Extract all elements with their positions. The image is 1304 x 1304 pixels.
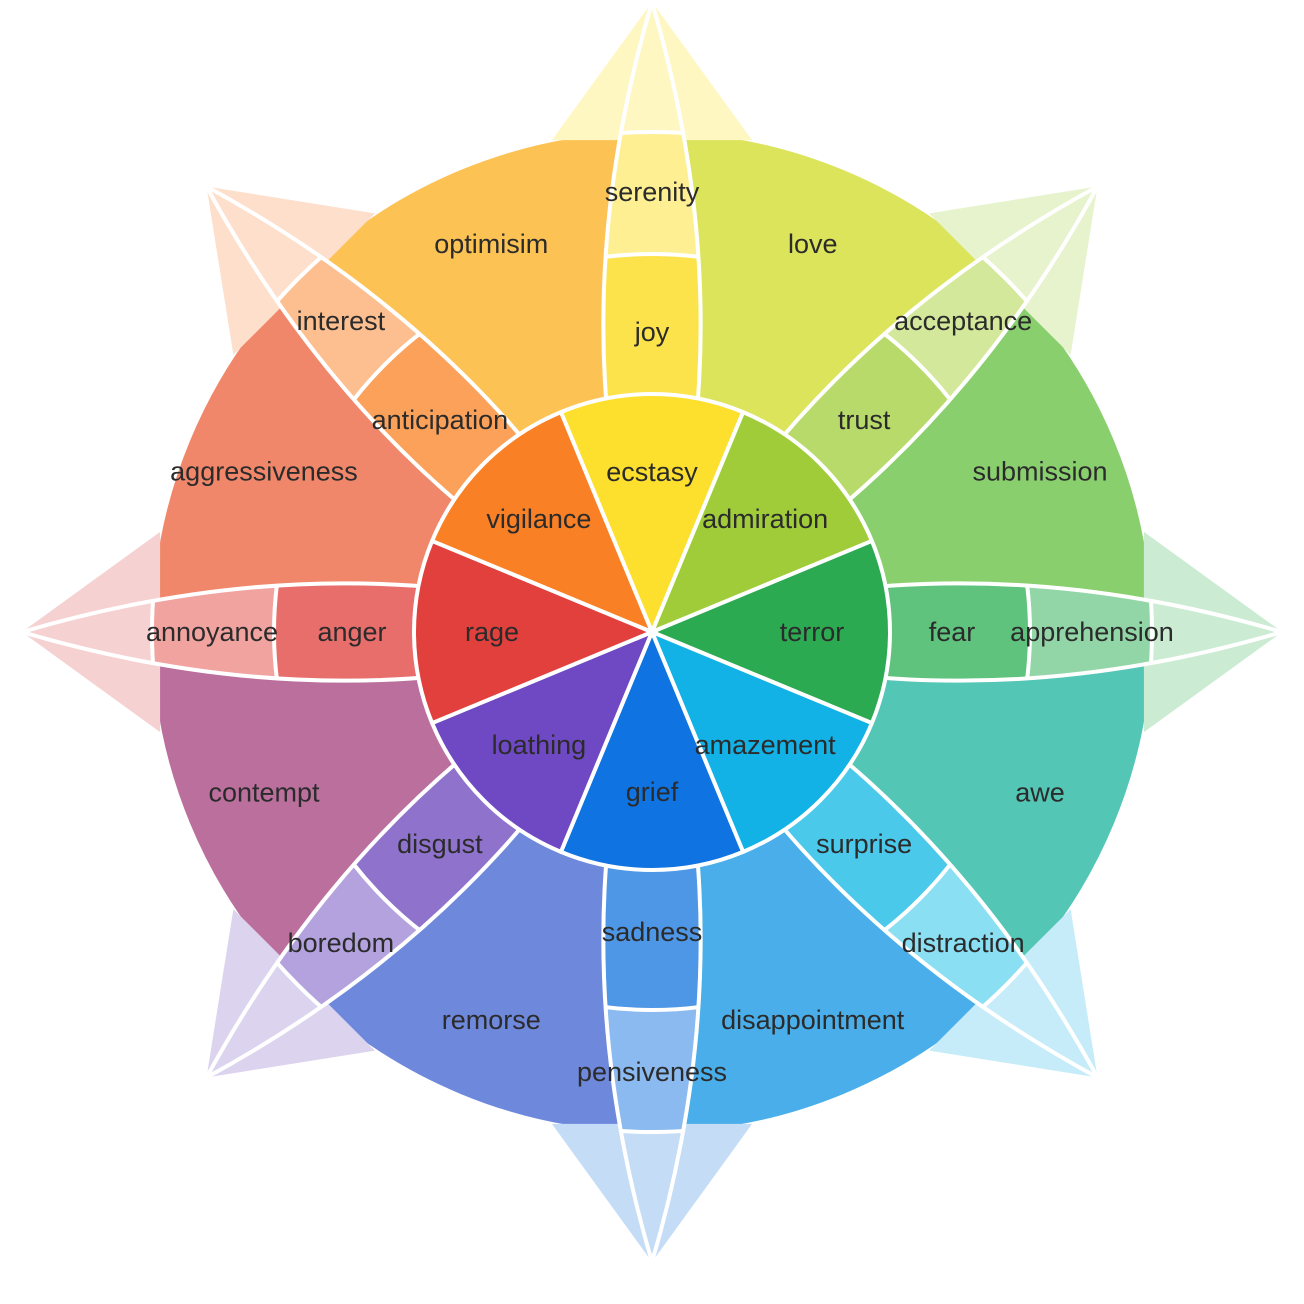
- label-admiration: admiration: [702, 504, 828, 534]
- label-optimisim: optimisim: [434, 229, 548, 259]
- label-fear: fear: [929, 617, 976, 647]
- label-apprehension: apprehension: [1010, 617, 1174, 647]
- label-rage: rage: [465, 617, 519, 647]
- label-ecstasy: ecstasy: [606, 457, 698, 487]
- label-sadness: sadness: [602, 917, 703, 947]
- petal-disgust: [206, 632, 652, 1078]
- outer-tips: [22, 2, 1282, 1262]
- tip-anger: [22, 531, 161, 733]
- label-pensiveness: pensiveness: [577, 1057, 727, 1087]
- core-wedge-disgust: [430, 630, 654, 854]
- petal-anticipation: [206, 186, 652, 632]
- tip-sadness: [551, 1123, 753, 1262]
- label-distraction: distraction: [902, 928, 1025, 958]
- core-wedge-sadness: [558, 630, 746, 872]
- core-wedge-fear: [650, 538, 892, 726]
- label-interest: interest: [297, 306, 386, 336]
- label-anger: anger: [317, 617, 386, 647]
- band-mid-anger: [272, 583, 652, 681]
- tip-joy: [551, 2, 753, 141]
- tip-disgust: [206, 909, 375, 1078]
- band-outer-sadness: [603, 632, 701, 1134]
- label-terror: terror: [780, 617, 845, 647]
- label-aggressiveness: aggressiveness: [170, 456, 358, 486]
- band-outer-joy: [603, 130, 701, 632]
- label-remorse: remorse: [442, 1005, 541, 1035]
- label-awe: awe: [1015, 778, 1065, 808]
- label-contempt: contempt: [208, 778, 320, 808]
- label-trust: trust: [838, 405, 891, 435]
- emotion-petals: [20, 0, 1284, 1264]
- band-mid-disgust: [272, 632, 652, 1012]
- band-mid-sadness: [603, 632, 701, 1012]
- label-grief: grief: [626, 777, 679, 807]
- label-loathing: loathing: [492, 730, 587, 760]
- label-serenity: serenity: [605, 177, 700, 207]
- label-disappointment: disappointment: [721, 1005, 905, 1035]
- label-love: love: [788, 229, 838, 259]
- core-wedge-trust: [650, 410, 874, 634]
- tip-surprise: [929, 909, 1098, 1078]
- label-submission: submission: [972, 456, 1107, 486]
- petal-surprise: [652, 632, 1098, 1078]
- label-anticipation: anticipation: [372, 405, 509, 435]
- label-boredom: boredom: [288, 928, 395, 958]
- label-joy: joy: [634, 317, 670, 347]
- label-disgust: disgust: [397, 829, 483, 859]
- petal-anger: [150, 583, 652, 681]
- emotion-labels: ecstasy joy serenity admiration trust accepta…: [146, 177, 1174, 1087]
- tip-trust: [929, 186, 1098, 355]
- tip-fear: [1143, 531, 1282, 733]
- core-wedge-anticipation: [430, 410, 654, 634]
- petal-sadness: [603, 632, 701, 1134]
- petal-trust: [652, 186, 1098, 632]
- label-amazement: amazement: [695, 730, 837, 760]
- core-wedge-joy: [558, 392, 746, 634]
- band-mid-trust: [652, 252, 1032, 632]
- band-mid-joy: [603, 252, 701, 632]
- petal-joy: [603, 130, 701, 632]
- label-vigilance: vigilance: [486, 504, 591, 534]
- band-outer-fear: [652, 583, 1154, 681]
- band-mid-anticipation: [272, 252, 652, 632]
- label-surprise: surprise: [816, 829, 912, 859]
- band-outer-anger: [150, 583, 652, 681]
- label-acceptance: acceptance: [894, 306, 1032, 336]
- band-mid-fear: [652, 583, 1032, 681]
- core-wedge-anger: [412, 538, 654, 726]
- core-wedge-surprise: [650, 630, 874, 854]
- tip-anticipation: [206, 186, 375, 355]
- band-mid-surprise: [652, 632, 1032, 1012]
- label-annoyance: annoyance: [146, 617, 278, 647]
- petal-fear: [652, 583, 1154, 681]
